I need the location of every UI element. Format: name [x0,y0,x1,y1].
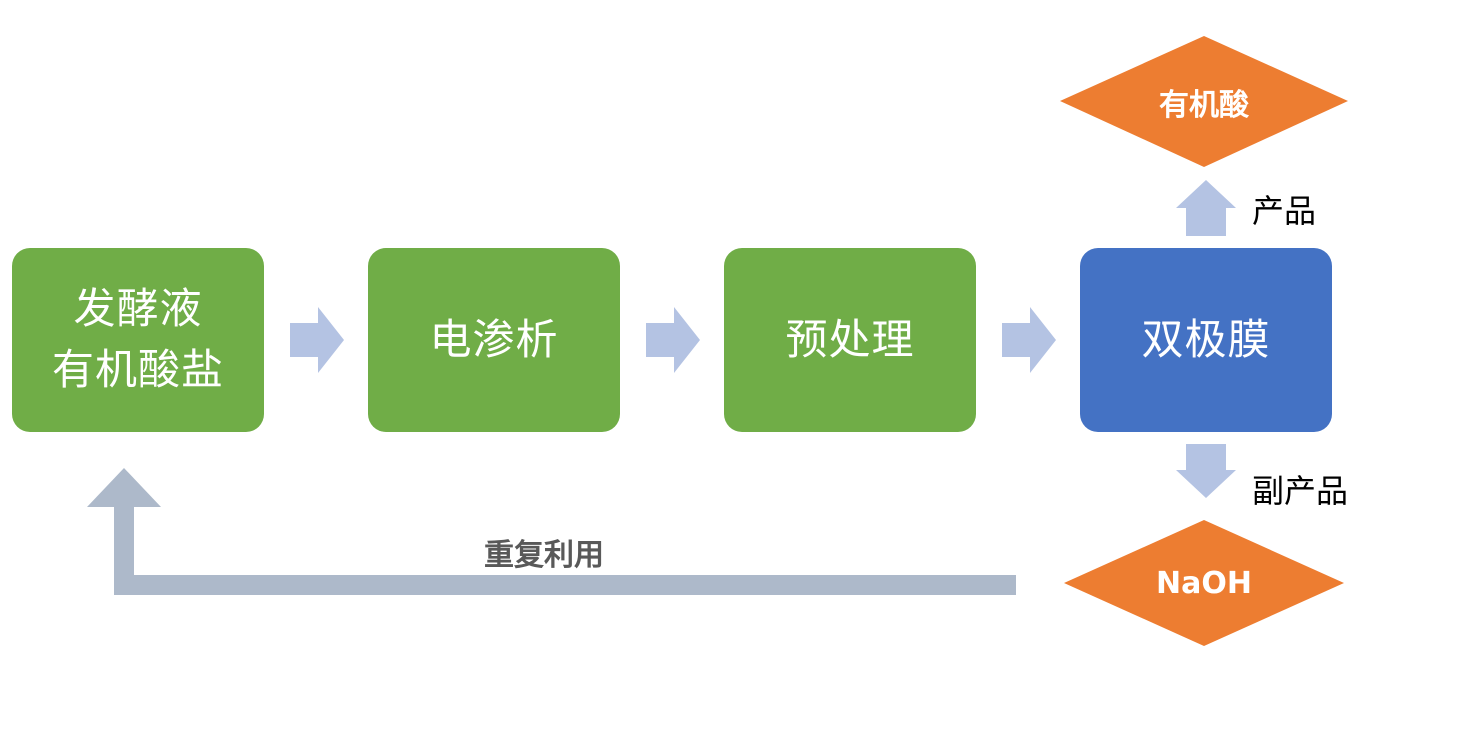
bipolar-membrane-label: 双极膜 [1141,314,1271,364]
byproduct-diamond [1064,520,1344,646]
recycle-arrow [87,468,1016,595]
flow-arrow-1 [290,307,344,373]
bipolar-membrane-box: 双极膜 [1080,248,1332,432]
product-name-label: 有机酸 [1159,88,1249,123]
feed-line2-label: 有机酸盐 [51,345,224,394]
feed-box: 发酵液 有机酸盐 [12,248,264,432]
pretreatment-label: 预处理 [785,314,915,364]
recycle-label: 重复利用 [484,538,604,573]
flow-arrow-3 [1002,307,1056,373]
electrodialysis-label: 电渗析 [429,314,559,364]
product-label: 产品 [1252,192,1317,230]
electrodialysis-box: 电渗析 [368,248,620,432]
feed-line1-label: 发酵液 [73,284,203,334]
byproduct-arrow [1176,444,1236,498]
product-diamond [1060,36,1348,167]
byproduct-name-label: NaOH [1156,565,1252,601]
product-arrow [1176,180,1236,236]
pretreatment-box: 预处理 [724,248,976,432]
byproduct-label: 副产品 [1252,472,1349,510]
flow-arrow-2 [646,307,700,373]
